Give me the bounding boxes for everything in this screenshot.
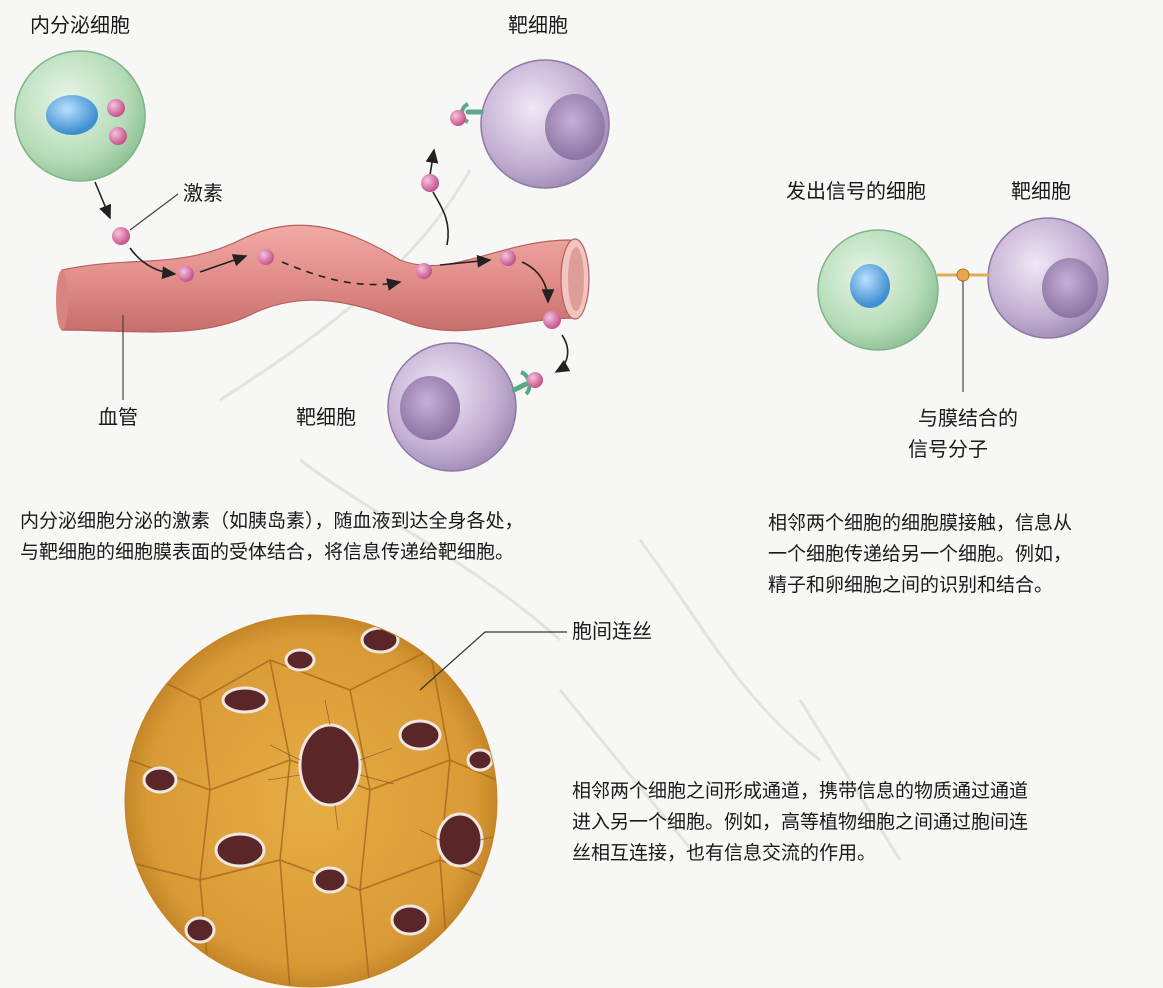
caption-channel-line2: 进入另一个细胞。例如，高等植物细胞之间通过胞间连	[572, 807, 1028, 838]
plasmodesmata-micrograph	[120, 615, 520, 988]
label-target-cell-bottom: 靶细胞	[296, 404, 356, 430]
label-membrane-molecule-line2: 信号分子	[908, 436, 988, 462]
caption-channel-line3: 丝相互连接，也有信息交流的作用。	[572, 838, 876, 869]
label-membrane-molecule-line1: 与膜结合的	[918, 405, 1018, 431]
hormone-granule	[109, 127, 127, 145]
label-blood-vessel: 血管	[98, 404, 138, 430]
blood-vessel	[56, 225, 589, 332]
membrane-signal-molecule	[937, 269, 990, 392]
caption-endocrine-line1: 内分泌细胞分泌的激素（如胰岛素），随血液到达全身各处，	[20, 506, 524, 537]
target-cell-top	[450, 60, 609, 188]
label-endocrine-cell: 内分泌细胞	[30, 12, 130, 38]
signal-cell	[818, 230, 938, 350]
caption-endocrine-line2: 与靶细胞的细胞膜表面的受体结合，将信息传递给靶细胞。	[20, 537, 514, 568]
caption-channel-line1: 相邻两个细胞之间形成通道，携带信息的物质通过通道	[572, 776, 1028, 807]
endocrine-cell	[15, 51, 145, 181]
label-target-cell-top: 靶细胞	[508, 12, 568, 38]
nucleus	[46, 95, 98, 135]
contact-target-cell	[988, 218, 1108, 338]
label-signal-cell: 发出信号的细胞	[786, 178, 926, 204]
target-cell-bottom	[388, 343, 543, 471]
label-contact-target-cell: 靶细胞	[1011, 178, 1071, 204]
caption-contact-line3: 精子和卵细胞之间的识别和结合。	[768, 570, 1053, 601]
caption-contact-line2: 一个细胞传递给另一个细胞。例如，	[768, 539, 1072, 570]
caption-contact-line1: 相邻两个细胞的细胞膜接触，信息从	[768, 508, 1072, 539]
label-plasmodesmata: 胞间连丝	[572, 618, 652, 644]
label-hormone: 激素	[183, 180, 223, 206]
hormone-granule	[107, 99, 125, 117]
